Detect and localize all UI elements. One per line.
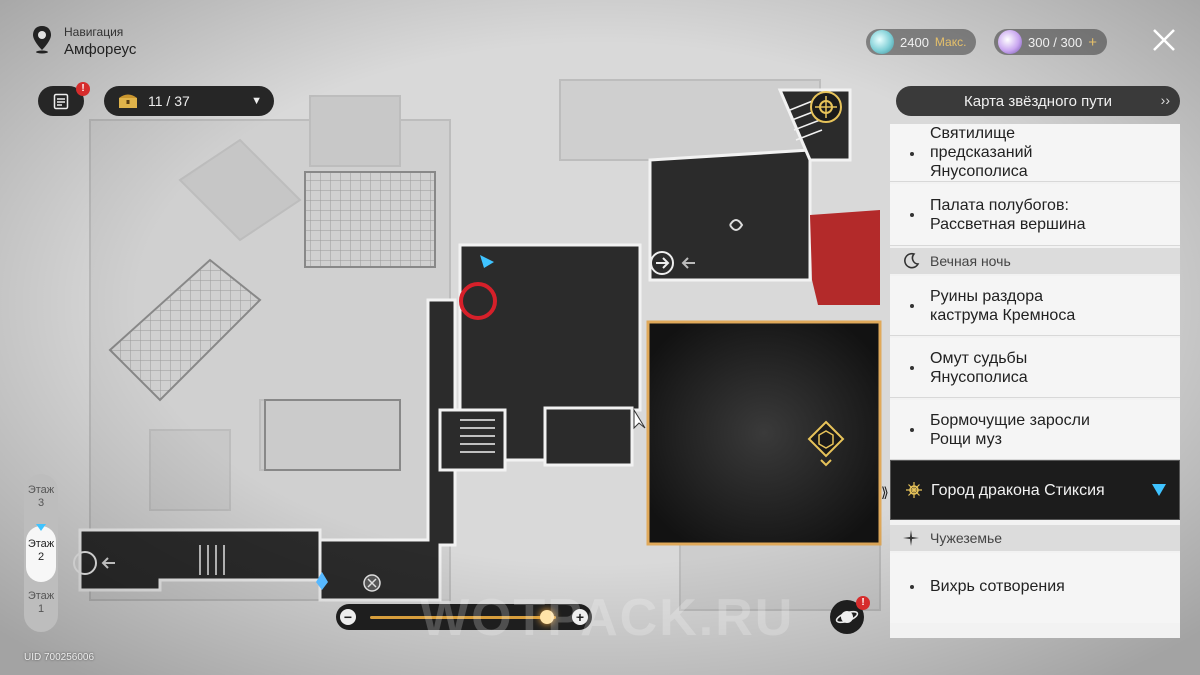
exit-arrow-left-icon[interactable] <box>73 551 115 575</box>
bullet-icon <box>910 304 914 308</box>
trailblaze-power-icon <box>998 30 1022 54</box>
space-anchor-icon <box>906 482 922 498</box>
stellar-jade-icon <box>870 30 894 54</box>
region-name: Амфореус <box>64 41 137 58</box>
bullet-icon <box>910 213 914 217</box>
list-item[interactable]: Святилище предсказаний Янусополиса <box>890 124 1180 182</box>
close-icon[interactable] <box>1150 26 1178 54</box>
floor-selector[interactable]: Этаж 3 Этаж 2 Этаж 1 <box>24 474 58 632</box>
bullet-icon <box>910 152 914 156</box>
target-circle-marker[interactable] <box>459 282 497 320</box>
double-chevron-right-icon: ›› <box>1160 92 1170 108</box>
watermark: WOTPACK.RU <box>420 589 795 647</box>
npc-icon <box>729 219 744 231</box>
zoom-track[interactable] <box>370 616 556 619</box>
panel-title: Карта звёздного пути <box>964 92 1112 110</box>
category-header: Чужеземье <box>890 525 1180 551</box>
bullet-icon <box>910 428 914 432</box>
stellar-jade-max-label: Макс. <box>934 35 967 49</box>
list-item[interactable]: Омут судьбы Янусополиса <box>890 338 1180 398</box>
stellar-jade-value: 2400 <box>900 34 929 50</box>
trailblaze-power-value: 300 / 300 <box>1028 34 1083 50</box>
planet-icon <box>835 610 859 624</box>
category-header: Вечная ночь <box>890 248 1180 274</box>
exit-arrow-icon[interactable] <box>650 251 695 275</box>
zoom-slider[interactable]: − + <box>336 604 592 630</box>
crescent-moon-icon <box>904 252 920 269</box>
list-item[interactable]: Палата полубогов: Рассветная вершина <box>890 184 1180 246</box>
floor-3-button[interactable]: Этаж 3 <box>27 484 55 509</box>
list-item[interactable]: Вихрь сотворения <box>890 553 1180 623</box>
current-location-icon <box>1152 484 1166 496</box>
zoom-handle[interactable] <box>539 610 554 624</box>
list-item[interactable]: Руины раздора каструма Кремноса <box>890 276 1180 336</box>
treasure-chest-icon <box>119 94 137 108</box>
navigation-header: Навигация Амфореус <box>30 24 136 60</box>
player-direction-icon <box>480 255 494 268</box>
location-list[interactable]: Святилище предсказаний Янусополиса Палат… <box>890 124 1180 638</box>
crystal-icon <box>316 572 328 590</box>
stellar-jade-counter[interactable]: 2400 Макс. <box>866 29 977 55</box>
puzzle-icon <box>363 574 381 592</box>
zoom-in-button[interactable]: + <box>572 609 588 625</box>
list-item[interactable]: Бормочущие заросли Рощи муз <box>890 400 1180 460</box>
add-power-button[interactable]: + <box>1088 33 1097 51</box>
chevron-down-icon[interactable]: ▼ <box>251 95 262 107</box>
star-burst-icon <box>903 530 919 546</box>
cursor-icon <box>633 408 646 430</box>
floor-1-button[interactable]: Этаж 1 <box>27 590 55 615</box>
world-map-alert-badge: ! <box>856 596 870 610</box>
zoom-out-button[interactable]: − <box>340 609 356 625</box>
uid-label: UID 700256006 <box>24 652 95 663</box>
floor-2-button[interactable]: Этаж 2 <box>26 524 56 582</box>
missions-alert-badge: ! <box>76 82 90 96</box>
cavern-relic-icon[interactable] <box>807 420 845 467</box>
selection-pointer-icon: ⟫ <box>881 484 889 500</box>
bullet-icon <box>910 585 914 589</box>
location-pin-icon <box>33 26 51 54</box>
current-floor-indicator-icon <box>36 524 46 531</box>
bullet-icon <box>910 366 914 370</box>
trailblaze-power-counter[interactable]: 300 / 300 + <box>994 29 1107 55</box>
world-map-button[interactable] <box>830 600 864 634</box>
chest-count: 11 / 37 <box>148 93 190 109</box>
navigation-title: Навигация <box>64 25 124 39</box>
space-anchor-icon[interactable] <box>810 91 842 123</box>
star-rail-map-button[interactable]: Карта звёздного пути ›› <box>896 86 1180 116</box>
treasure-chest-counter[interactable]: 11 / 37 ▼ <box>104 86 274 116</box>
list-item-selected[interactable]: Город дракона Стиксия <box>890 460 1180 520</box>
clipboard-icon <box>53 93 69 110</box>
